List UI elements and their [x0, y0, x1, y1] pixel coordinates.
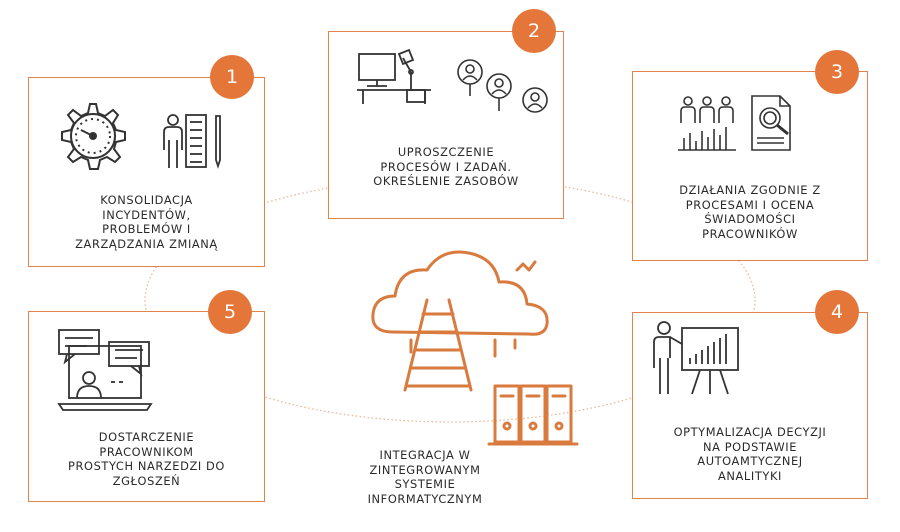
presenter-chart-icon	[653, 321, 739, 395]
step-card-2	[328, 31, 564, 219]
step-label-1: KONSOLIDACJA INCYDENTÓW, PROBLEMÓW I ZAR…	[75, 193, 218, 251]
step-badge-1: 1	[210, 55, 254, 99]
desk-lamp-computer-icon	[357, 48, 431, 104]
step-badge-4: 4	[815, 290, 859, 334]
center-label: INTEGRACJA W ZINTEGROWANYM SYSTEMIE INFO…	[367, 448, 483, 506]
step-badge-2: 2	[512, 9, 556, 53]
step-badge-5: 5	[208, 290, 252, 334]
laptop-chat-icon	[57, 329, 153, 411]
people-network-icon	[457, 59, 548, 113]
team-chart-icon	[678, 96, 736, 151]
step-label-4: OPTYMALIZACJA DECYZJI NA PODSTAWIE AUTOA…	[673, 425, 827, 483]
step-card-3	[632, 71, 868, 261]
step-card-1	[28, 77, 265, 267]
step-label-3: DZIAŁANIA ZGODNIE Z PROCESAMI I OCENA ŚW…	[679, 183, 821, 241]
document-magnifier-icon	[751, 95, 791, 151]
step-label-2: UPROSZCZENIE PROCESÓW I ZADAŃ. OKREŚLENI…	[373, 145, 519, 188]
step-badge-3: 3	[815, 50, 859, 94]
gear-gauge-icon	[61, 103, 126, 170]
step-label-5: DOSTARCZENIE PRACOWNIKOM PROSTYCH NARZED…	[68, 430, 225, 488]
step-card-4	[632, 312, 868, 499]
cloud-ladder-binders-icon	[371, 250, 579, 446]
checklist-person-icon	[163, 114, 221, 169]
